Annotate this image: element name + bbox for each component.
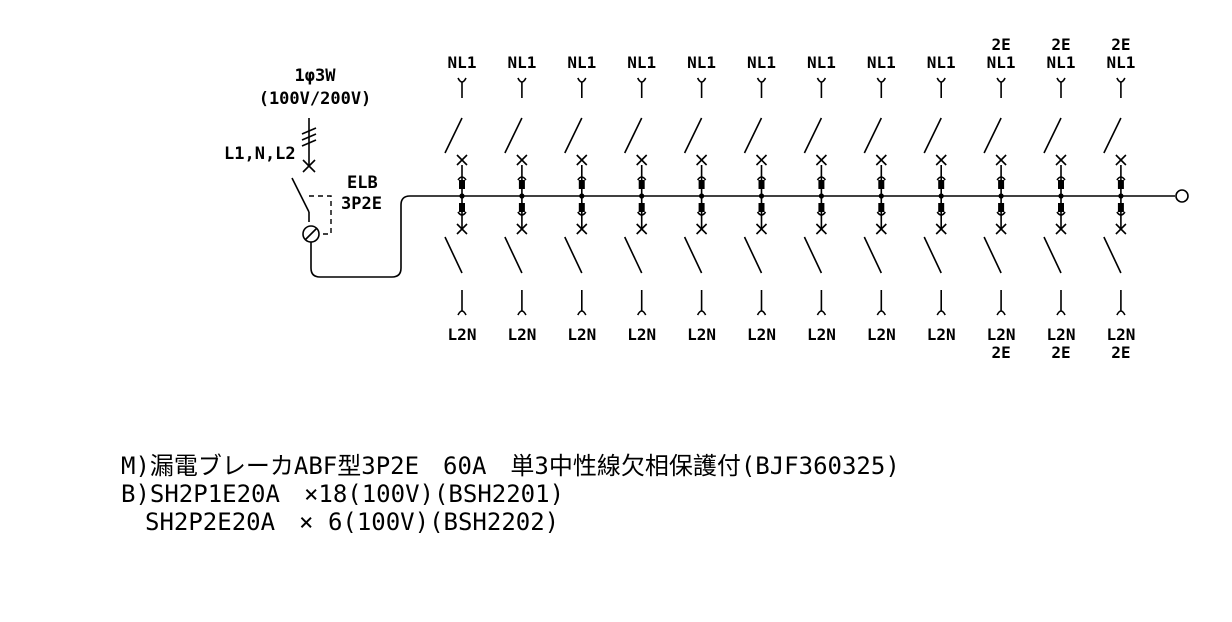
branch-bottom-label: L2N [448,325,477,344]
branch-top-label: 2E [991,35,1010,54]
supply-terminal-label: L1,N,L2 [224,144,296,164]
branch-top-label: 2E [1111,35,1130,54]
branch-top-label: NL1 [687,53,716,72]
branch-top-label: NL1 [747,53,776,72]
branch-top-label: NL1 [987,53,1016,72]
branch-bottom-label: L2N [627,325,656,344]
branch-top-label: 2E [1051,35,1070,54]
terminal-icon [1175,189,1189,203]
branch-bottom-label: L2N [507,325,536,344]
branch-bottom-label: 2E [991,343,1010,362]
note-line-main-breaker: M)漏電ブレーカABF型3P2E 60A 単3中性線欠相保護付(BJF36032… [121,452,900,480]
note-line-branch-1: B)SH2P1E20A ×18(100V)(BSH2201) [121,480,564,508]
branch-bottom-label: L2N [687,325,716,344]
branch-bottom-label: L2N [867,325,896,344]
branch-bottom-label: L2N [927,325,956,344]
note-line-branch-2: SH2P2E20A × 6(100V)(BSH2202) [121,508,559,536]
branch-circuits: NL1L2NNL1L2NNL1L2NNL1L2NNL1L2NNL1L2NNL1L… [444,35,1135,362]
elb-label-line1: ELB [347,173,378,193]
branch-top-label: NL1 [567,53,596,72]
branch-bottom-label: L2N [987,325,1016,344]
supply-voltage-label: (100V/200V) [259,89,372,109]
main-elb-breaker [291,159,1189,278]
branch-top-label: NL1 [1047,53,1076,72]
branch-bottom-label: 2E [1111,343,1130,362]
branch-top-label: NL1 [507,53,536,72]
branch-bottom-label: L2N [747,325,776,344]
branch-top-label: NL1 [1106,53,1135,72]
branch-bottom-label: L2N [1106,325,1135,344]
branch-bottom-label: 2E [1051,343,1070,362]
elb-label-line2: 3P2E [341,194,382,214]
branch-top-label: NL1 [867,53,896,72]
branch-top-label: NL1 [807,53,836,72]
branch-bottom-label: L2N [807,325,836,344]
branch-bottom-label: L2N [1047,325,1076,344]
branch-bottom-label: L2N [567,325,596,344]
incoming-feeder [301,118,317,167]
supply-phase-label: 1φ3W [295,66,337,86]
branch-top-label: NL1 [448,53,477,72]
branch-top-label: NL1 [627,53,656,72]
equipment-notes: M)漏電ブレーカABF型3P2E 60A 単3中性線欠相保護付(BJF36032… [121,452,900,536]
branch-top-label: NL1 [927,53,956,72]
